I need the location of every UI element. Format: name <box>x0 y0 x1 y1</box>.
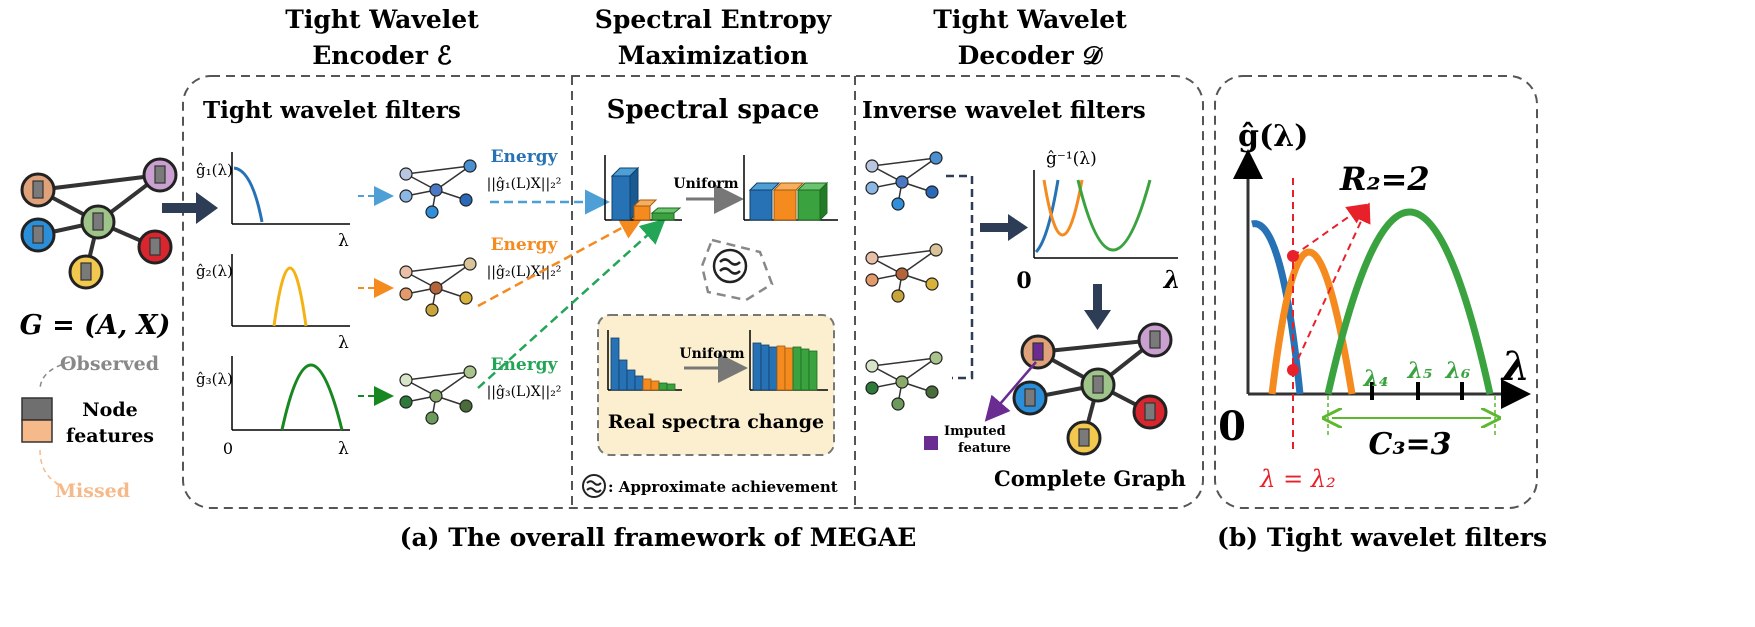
imputed-arrow <box>984 361 1037 422</box>
arrow-energy-2 <box>477 215 645 308</box>
energy-label-1: Energy <box>491 147 559 167</box>
right-zero: 0 <box>1218 403 1246 450</box>
right-lambda: λ <box>1500 343 1530 390</box>
real-spectrum-after <box>749 330 828 391</box>
input-graph-label: G = (A, X) <box>20 310 171 341</box>
encoder-graph-2 <box>399 257 477 317</box>
node-features-label-1: Node <box>82 399 137 421</box>
missed-label: Missed <box>55 480 130 502</box>
decoder-graph-2 <box>865 243 943 303</box>
filter-plot-g1 <box>231 152 350 225</box>
complete-graph-label: Complete Graph <box>994 466 1186 491</box>
red-arrow-1 <box>1292 203 1368 257</box>
inverse-lambda: λ <box>1163 265 1181 294</box>
imputed-label-2: feature <box>958 441 1011 456</box>
energy-formula-2: ||ĝ₂(L)X||₂² <box>487 263 562 280</box>
energy-formula-1: ||ĝ₁(L)X||₂² <box>487 175 562 192</box>
spectrum-nonuniform <box>604 155 682 222</box>
encoder-header-2: Encoder ℰ <box>312 41 452 70</box>
filter-g3-zero: 0 <box>223 439 233 458</box>
real-spectra-label: Real spectra change <box>608 411 824 433</box>
decoder-header-2: Decoder 𝒟 <box>958 41 1104 70</box>
observed-curve <box>39 361 71 391</box>
caption-b: (b) Tight wavelet filters <box>1217 523 1547 552</box>
arrow-into-encoder <box>162 192 218 224</box>
approx-legend-icon <box>582 474 606 498</box>
lambda-5-label: λ₅ <box>1406 358 1432 384</box>
lambda-6-label: λ₆ <box>1444 358 1470 384</box>
framework-frame <box>182 75 1204 509</box>
filter-g2-label: ĝ₂(λ) <box>196 262 233 280</box>
complete-graph-features <box>1024 330 1161 447</box>
decoder-header-1: Tight Wavelet <box>933 5 1127 34</box>
decoder-graph-3 <box>865 351 943 411</box>
encoder-header-1: Tight Wavelet <box>285 5 479 34</box>
spectral-panel-title: Spectral space <box>607 95 820 125</box>
filter-g1-lambda: λ <box>338 231 349 251</box>
energy-label-3: Energy <box>491 355 559 375</box>
filter-plot-g2 <box>231 254 350 327</box>
red-arrow-2 <box>1292 202 1371 371</box>
filter-g3-lambda: λ <box>338 439 349 459</box>
uniform-label-top: Uniform <box>673 176 738 192</box>
filter-plot-g3 <box>231 356 350 431</box>
inverse-filter-plot <box>1033 170 1178 259</box>
missed-curve <box>39 449 61 486</box>
encoder-graph-3 <box>399 365 477 425</box>
missed-swatch <box>21 419 53 443</box>
input-node-features <box>32 165 166 281</box>
energy-formula-3: ||ĝ₃(L)X||₂² <box>487 383 562 400</box>
entropy-header-2: Maximization <box>618 41 809 70</box>
approx-legend-label: : Approximate achievement <box>608 478 838 496</box>
inverse-zero: 0 <box>1016 268 1031 294</box>
energy-label-2: Energy <box>491 235 559 255</box>
node-features-label-2: features <box>66 425 154 447</box>
uniform-label-bottom: Uniform <box>679 346 744 362</box>
encoder-graph-1 <box>399 159 477 219</box>
input-graph-nodes <box>20 157 178 290</box>
imputed-swatch <box>924 436 938 450</box>
lambda-eq-label: λ = λ₂ <box>1259 465 1335 493</box>
decoder-graph-1 <box>865 151 943 211</box>
inverse-filter-label: ĝ⁻¹(λ) <box>1046 149 1097 169</box>
right-frame <box>1214 75 1538 509</box>
approx-symbol <box>712 248 748 284</box>
r2-label: R₂=2 <box>1339 160 1430 198</box>
inverse-panel-title: Inverse wavelet filters <box>862 97 1146 124</box>
c3-label: C₃=3 <box>1368 427 1451 462</box>
filters-panel-title: Tight wavelet filters <box>203 97 461 124</box>
observed-swatch <box>21 397 53 421</box>
caption-a: (a) The overall framework of MEGAE <box>400 523 917 552</box>
arrow-to-complete <box>1084 284 1111 330</box>
lambda-4-label: λ₄ <box>1362 366 1388 392</box>
right-g-label: ĝ(λ) <box>1238 119 1308 154</box>
arrow-to-inverse <box>980 214 1028 241</box>
observed-label: Observed <box>60 353 159 375</box>
decoder-bracket <box>946 174 974 380</box>
entropy-header-1: Spectral Entropy <box>595 5 833 34</box>
approx-dashed-outline <box>700 238 774 302</box>
right-filter-plot <box>1233 149 1531 409</box>
imputed-label-1: Imputed <box>944 424 1006 439</box>
filter-g2-lambda: λ <box>338 333 349 353</box>
spectrum-uniform <box>743 155 838 222</box>
real-spectrum-before <box>607 330 682 391</box>
filter-g3-label: ĝ₃(λ) <box>196 370 233 388</box>
filter-g1-label: ĝ₁(λ) <box>196 161 233 179</box>
